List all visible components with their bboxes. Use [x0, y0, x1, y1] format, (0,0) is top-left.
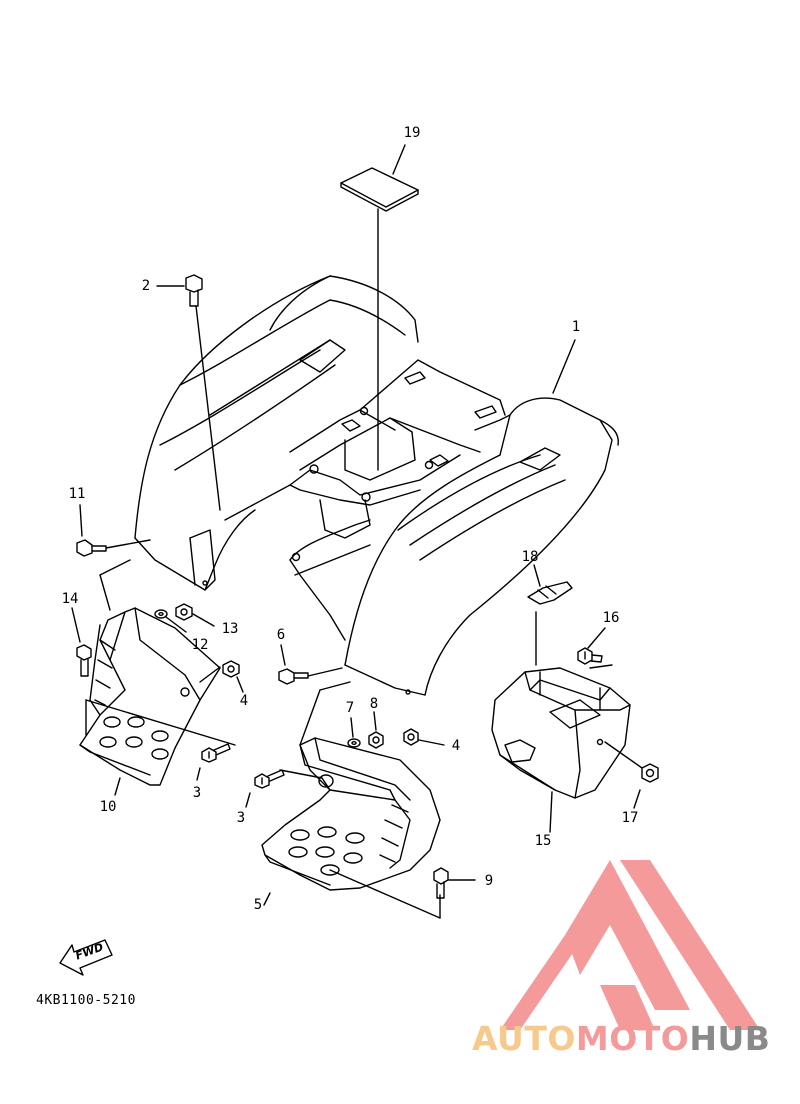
callout-5: 5: [253, 897, 263, 913]
callout-11: 11: [68, 486, 86, 502]
part-3-screw-right: [245, 769, 285, 808]
part-3-screw-left: [196, 743, 231, 781]
callout-18: 18: [521, 549, 539, 565]
callout-13: 13: [221, 621, 239, 637]
part-13-nut: [175, 603, 215, 627]
part-14-bolt: [71, 607, 92, 677]
callout-2: 2: [141, 278, 151, 294]
part-17-nut: [633, 763, 659, 809]
watermark-moto: MOTO: [575, 1019, 690, 1058]
callout-16: 16: [602, 610, 620, 626]
callout-10: 10: [99, 799, 117, 815]
watermark-emblem: [500, 860, 760, 1030]
part-19-decal: [340, 144, 419, 471]
callout-1: 1: [571, 319, 581, 335]
callout-19: 19: [403, 125, 421, 141]
callout-4-left: 4: [239, 693, 249, 709]
callout-14: 14: [61, 591, 79, 607]
part-7-washer: [347, 717, 361, 748]
drawing-code: 4KB1100-5210: [36, 993, 136, 1008]
part-11-bolt: [76, 504, 151, 557]
callout-7: 7: [345, 700, 355, 716]
part-10-left-mudguard: [79, 559, 236, 796]
callout-12: 12: [191, 637, 209, 653]
callout-8: 8: [369, 696, 379, 712]
part-8-nut: [368, 711, 384, 749]
callout-6: 6: [276, 627, 286, 643]
part-16-screw: [577, 627, 606, 665]
fwd-direction-arrow: [59, 939, 113, 976]
part-4-nut-right: [403, 728, 445, 746]
callout-3-right: 3: [236, 810, 246, 826]
watermark-auto: AUTO: [472, 1019, 576, 1058]
part-1-rear-fender: [134, 275, 619, 696]
callout-17: 17: [621, 810, 639, 826]
callout-15: 15: [534, 833, 552, 849]
part-6-bolt: [278, 644, 343, 685]
part-5-right-mudguard: [261, 681, 441, 919]
part-9-bolt: [433, 867, 476, 899]
part-12-washer: [154, 609, 187, 633]
part-15-storage-box: [491, 611, 643, 833]
callout-9: 9: [484, 873, 494, 889]
callout-3-left: 3: [192, 785, 202, 801]
part-18-latch: [527, 564, 573, 605]
part-2-bolt: [156, 274, 221, 511]
watermark-wordmark: AUTOMOTOHUB: [472, 1019, 770, 1058]
watermark-hub: HUB: [689, 1019, 771, 1058]
callout-4-right: 4: [451, 738, 461, 754]
part-4-nut-left: [199, 660, 244, 693]
